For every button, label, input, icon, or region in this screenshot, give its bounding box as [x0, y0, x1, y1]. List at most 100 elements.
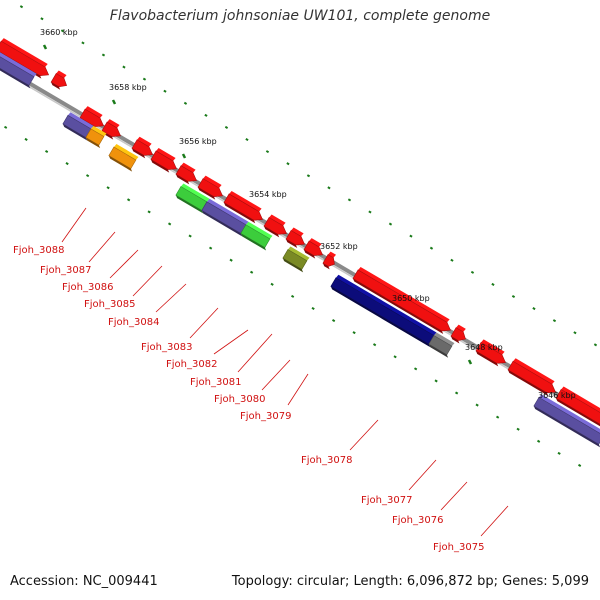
scale-tick [306, 174, 311, 178]
leader-line [287, 373, 309, 406]
gene-label: Fjoh_3079 [240, 411, 291, 422]
inner-tick [495, 415, 500, 419]
leader-line [132, 265, 163, 297]
inner-tick [249, 270, 254, 274]
scale-tick [429, 246, 434, 250]
leader-line [88, 231, 116, 263]
gene-bar-top [156, 147, 176, 161]
leader-line [440, 481, 468, 511]
gene-label: Fjoh_3082 [166, 359, 217, 370]
gene-bar-top [335, 274, 437, 336]
inner-tick [536, 439, 541, 443]
gene-bar-shadow [131, 148, 146, 159]
gene-bar-top [67, 112, 94, 129]
scale-tick [265, 150, 270, 154]
gene-bar-top [291, 227, 304, 237]
gene-bar [150, 150, 177, 170]
gene-bar-top [1, 38, 48, 68]
inner-tick [3, 125, 8, 129]
gene-label: Fjoh_3078 [301, 455, 352, 466]
scale-tick [573, 331, 577, 335]
scale-tick [327, 186, 331, 190]
gene-bar-top [309, 238, 322, 247]
leader-line [109, 249, 139, 279]
inner-tick [24, 137, 28, 141]
scale-tick [245, 137, 249, 142]
scale-label: 3646 kbp [538, 391, 576, 400]
gene-bar-shadow [201, 210, 243, 237]
gene-bar-shadow [108, 155, 133, 172]
inner-tick [85, 174, 90, 178]
gene-label: Fjoh_3087 [40, 265, 91, 276]
gene-bar-shadow [0, 68, 31, 89]
inner-tick [106, 186, 110, 190]
gene-bar [0, 40, 50, 76]
gene-bar-top [358, 266, 450, 323]
gene-label: Fjoh_3076 [392, 515, 443, 526]
inner-tick [577, 463, 582, 467]
scale-tick [101, 53, 106, 57]
gene-bar [507, 360, 556, 394]
gene-bar [0, 56, 35, 86]
label-leader-lines [61, 207, 509, 537]
gene-bar-top [90, 125, 107, 137]
gene-bar [85, 128, 105, 146]
scale-label: 3656 kbp [179, 137, 217, 146]
inner-tick [454, 391, 459, 395]
genome-summary-text: Topology: circular; Length: 6,096,872 bp… [231, 574, 589, 589]
accession-text: Accession: NC_009441 [10, 574, 158, 589]
gene-label: Fjoh_3081 [190, 377, 241, 388]
gene-bar-top [203, 175, 222, 189]
inner-tick [331, 319, 336, 323]
inner-tick [372, 343, 377, 347]
inner-tick [516, 427, 520, 431]
inner-tick [208, 246, 213, 250]
gene-bar-top [328, 251, 337, 258]
scale-tick [81, 41, 85, 45]
scale-tick [224, 125, 229, 129]
gene-bar-shadow [282, 258, 304, 273]
inner-tick [270, 282, 274, 286]
gene-label: Fjoh_3084 [108, 317, 159, 328]
gene-bar-top [85, 106, 103, 118]
gene-bar-shadow [263, 226, 280, 238]
scale-tick [142, 77, 147, 81]
gene-bar-top [180, 183, 210, 202]
inner-tick [311, 306, 315, 310]
gene-label: Fjoh_3077 [361, 495, 412, 506]
inner-tick [434, 379, 438, 383]
gene-bar-top [181, 162, 196, 173]
gene-bar-top [0, 52, 37, 77]
map-title: Flavobacterium johnsoniae UW101, complet… [109, 8, 491, 24]
scale-tick [204, 113, 208, 117]
leader-line [408, 459, 437, 491]
gene-bar-shadow [303, 249, 316, 259]
leader-line [61, 207, 87, 243]
gene-label: Fjoh_3088 [13, 245, 64, 256]
gene-bar-shadow [197, 187, 216, 200]
gene-bar-top [513, 358, 555, 385]
inner-tick [413, 367, 418, 371]
gene-label: Fjoh_3083 [141, 342, 192, 353]
gene-bar-top [107, 119, 120, 128]
leader-line [189, 307, 219, 339]
scale-tick [368, 210, 372, 214]
gene-bar-shadow [330, 286, 431, 348]
scale-tick [163, 89, 167, 93]
leader-line [213, 329, 249, 355]
major-tick [42, 44, 48, 50]
gene-bar-shadow [555, 398, 600, 427]
gene-bar-shadow [62, 123, 88, 141]
scale-tick [286, 162, 290, 166]
gene-bar-top [287, 246, 310, 261]
gene-bar [285, 230, 305, 246]
leader-line [261, 359, 291, 391]
inner-tick [352, 331, 356, 335]
gene-bar [555, 389, 600, 425]
gene-bar-shadow [285, 239, 298, 248]
inner-tick [44, 149, 49, 154]
gene-bar-shadow [475, 351, 499, 367]
scale-tick [552, 319, 557, 323]
gene-label: Fjoh_3086 [62, 282, 113, 293]
inner-tick [475, 403, 479, 407]
